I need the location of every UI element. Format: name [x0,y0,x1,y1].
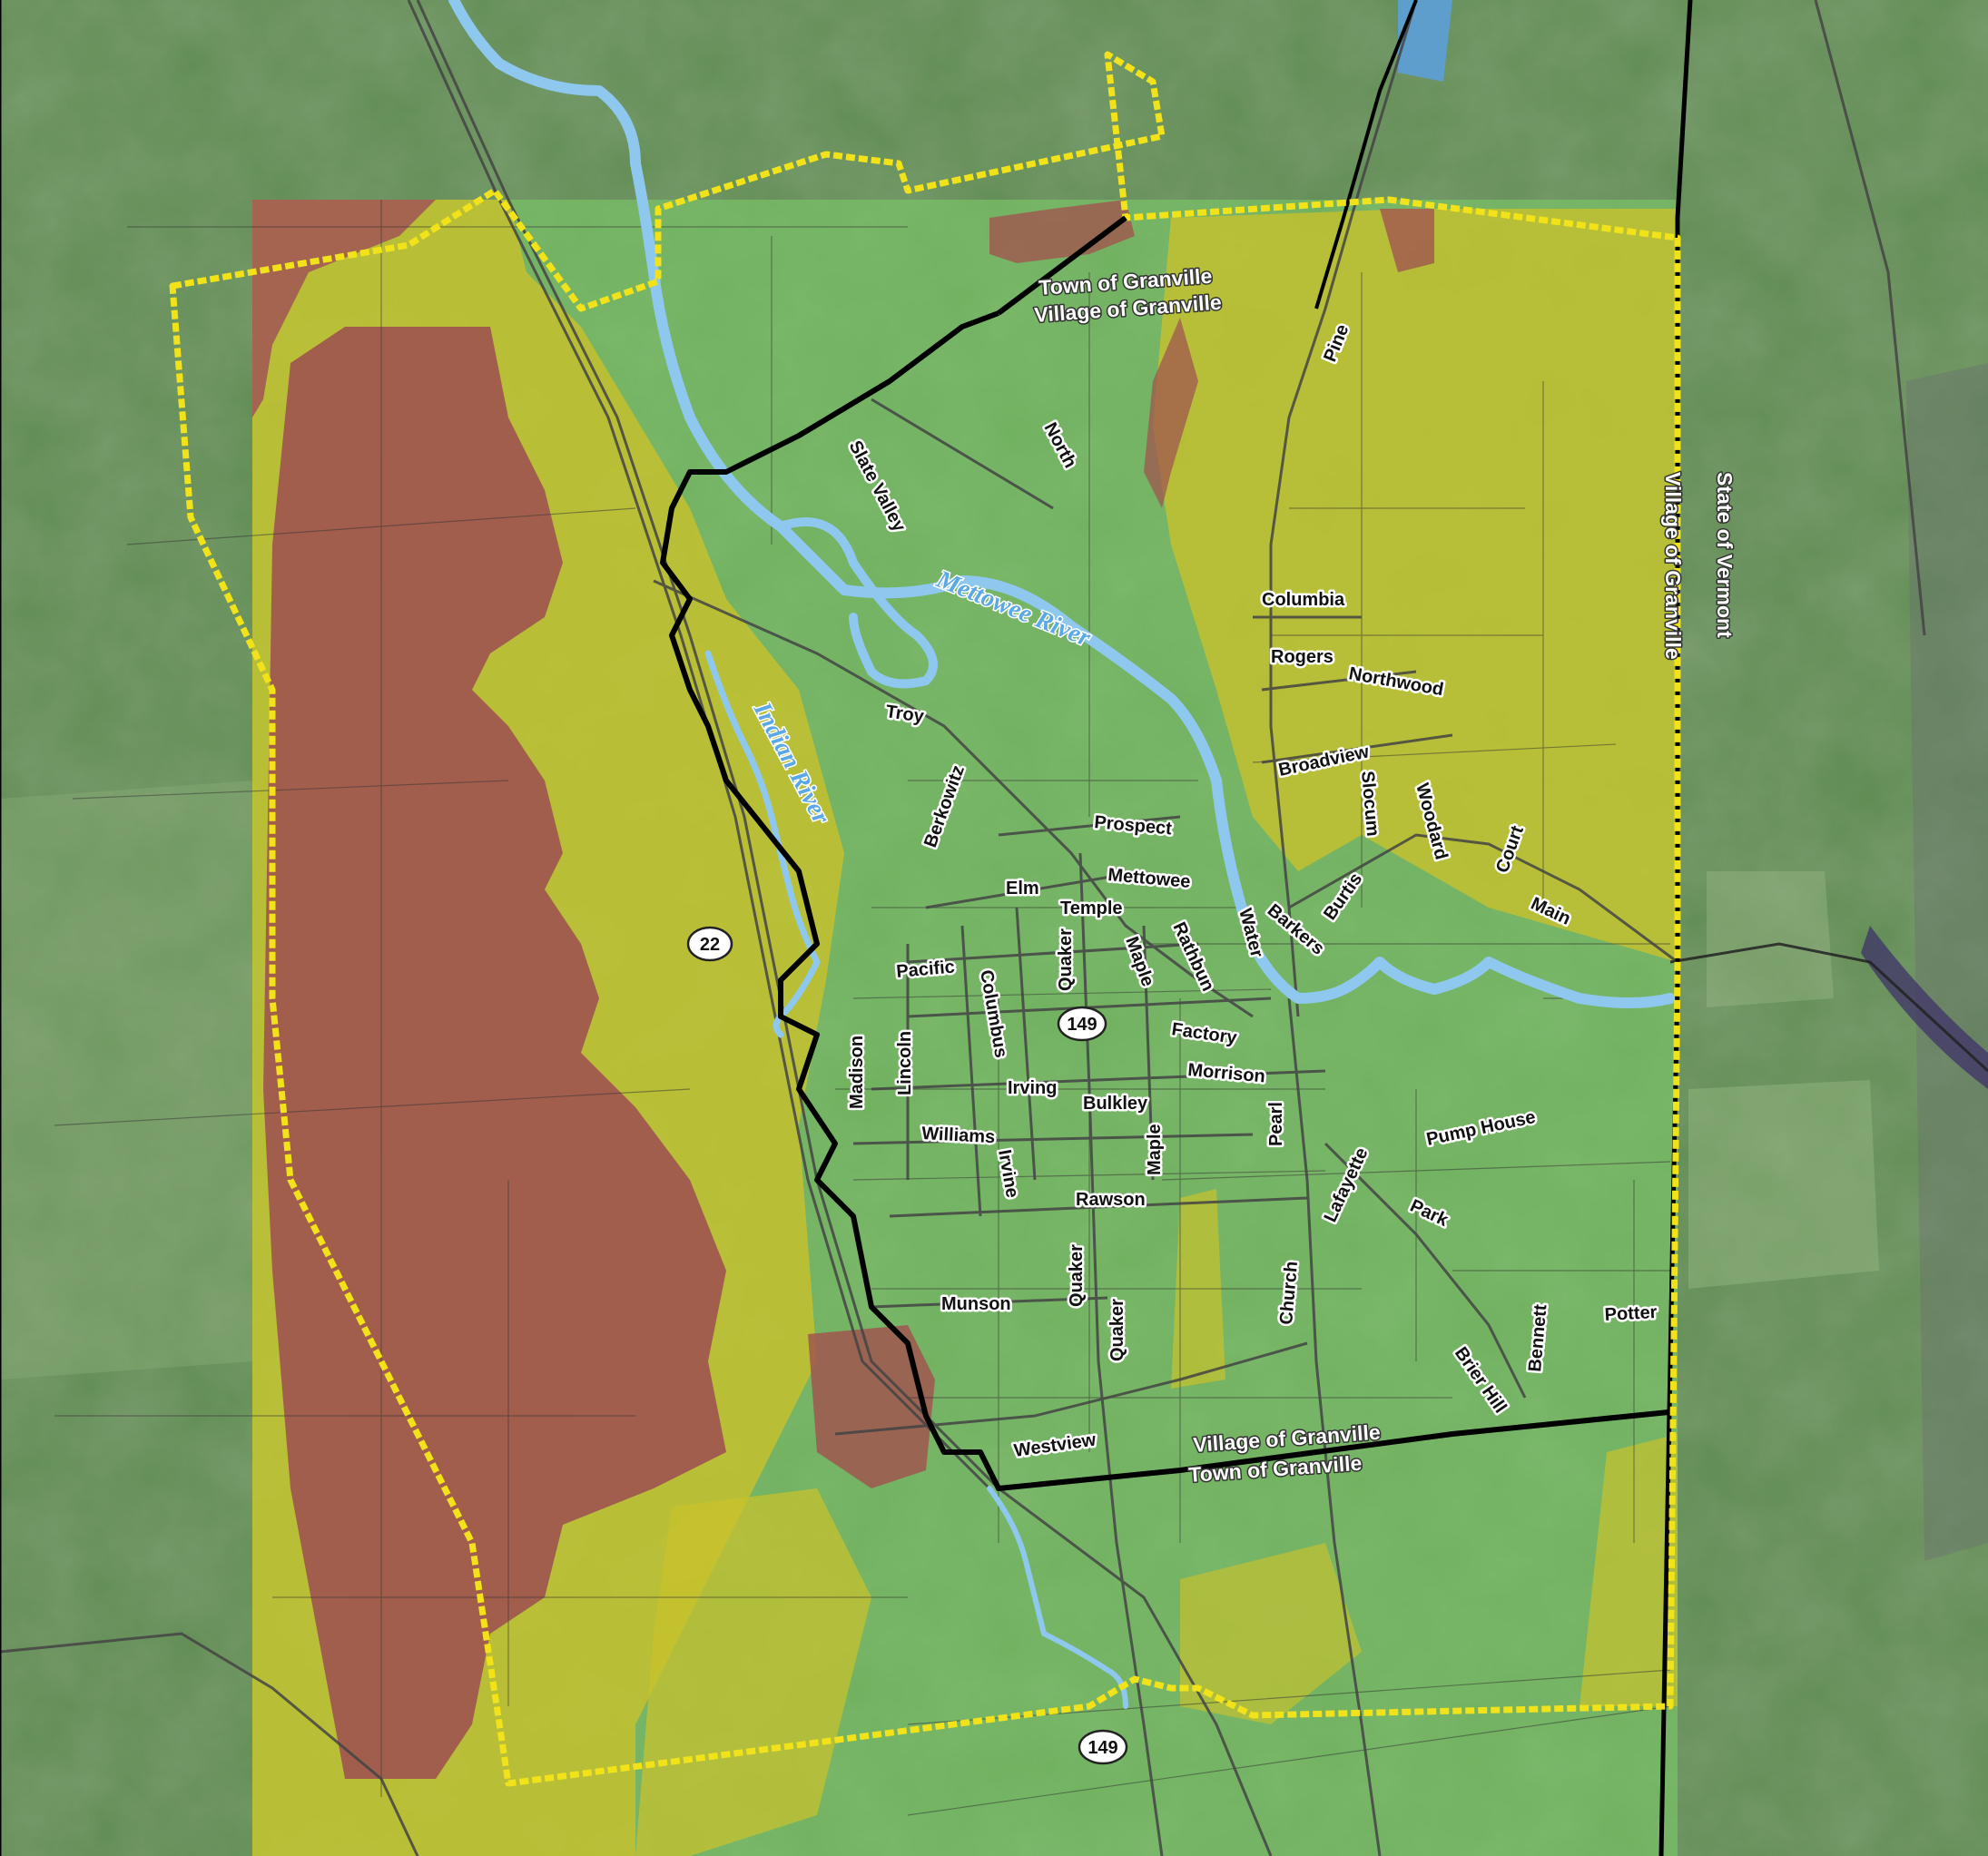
svg-text:149: 149 [1067,1015,1097,1035]
street-label: Pearl [1266,1102,1286,1146]
state-label: State of Vermont [1713,472,1737,638]
street-label: Quaker [1107,1299,1127,1361]
route-22-shield: 22 [686,926,733,962]
village-label-east: Village of Granville [1661,472,1685,660]
street-label: Lincoln [895,1031,915,1095]
street-label: Columbia [1262,590,1345,610]
street-label: Irving [1008,1078,1057,1098]
street-label: Elm [1006,879,1039,899]
boundaries [0,0,1693,1856]
street-label: Potter [1604,1302,1658,1325]
street-label: Quaker [1056,928,1076,991]
street-label: Rogers [1271,647,1334,667]
street-label: Maple [1145,1124,1165,1175]
svg-text:22: 22 [700,935,720,955]
street-label: Williams [921,1124,996,1147]
street-label: Church [1276,1261,1302,1326]
street-label: Bulkley [1083,1094,1148,1114]
rivers [448,0,1676,1709]
street-label: Rawson [1076,1190,1146,1210]
route-149-shield-center: 149 [1057,1006,1107,1042]
street-label: Quaker [1067,1244,1087,1307]
route-149-shield-south: 149 [1078,1729,1128,1765]
zoning-overlay [252,200,1678,1856]
street-label: Munson [941,1294,1011,1314]
street-label: Madison [847,1036,867,1109]
street-label: Temple [1060,899,1123,918]
svg-text:149: 149 [1087,1738,1117,1758]
